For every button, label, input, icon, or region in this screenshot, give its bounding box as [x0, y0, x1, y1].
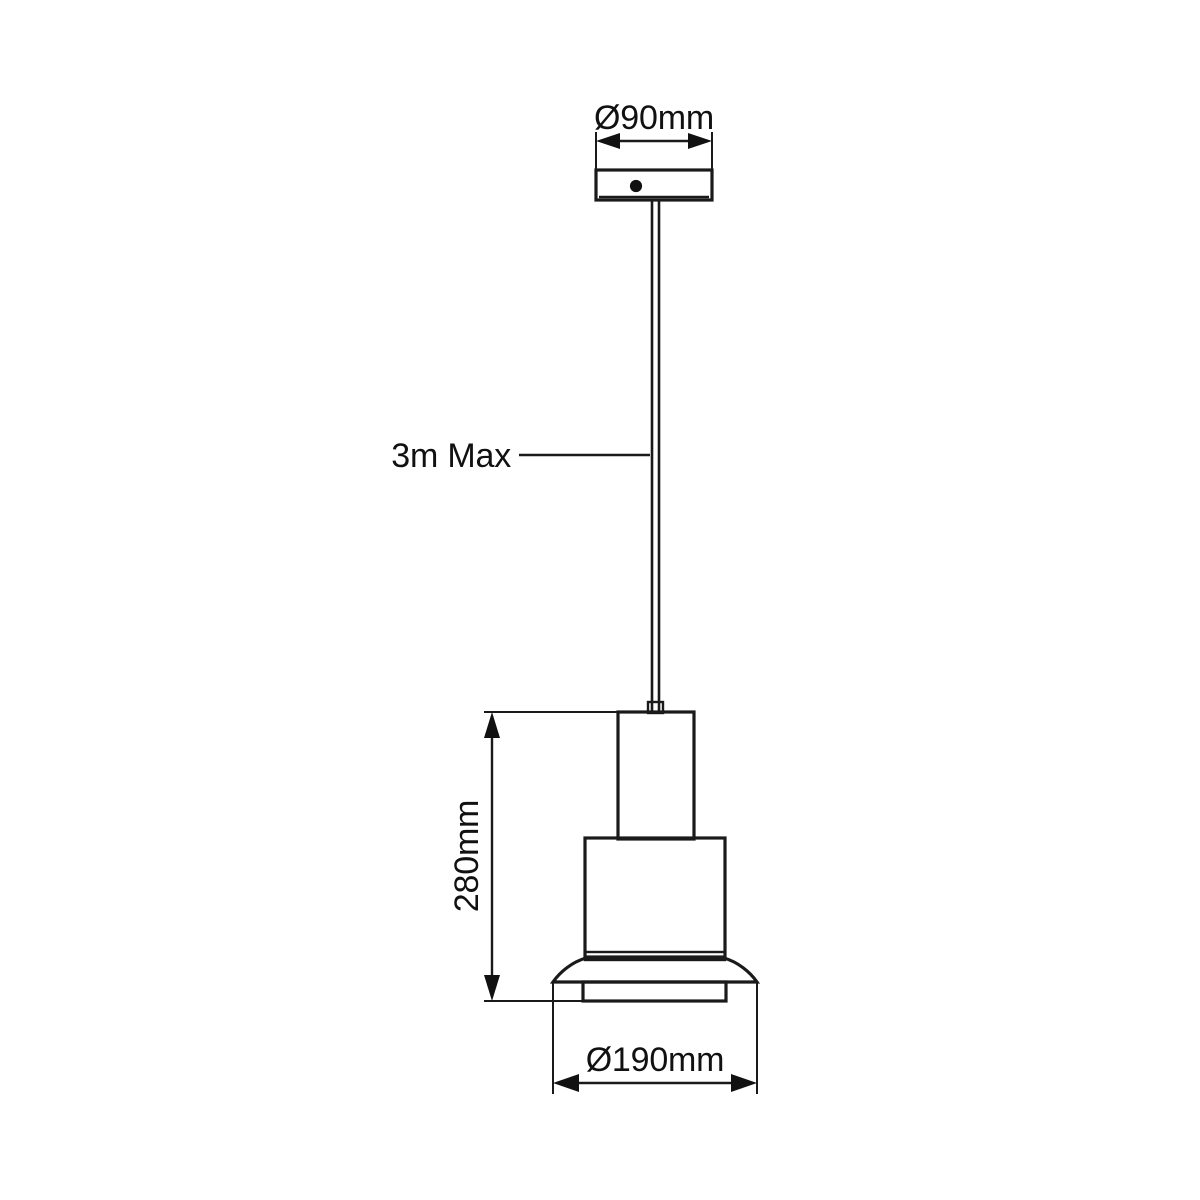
- arrow-head-right-icon: [688, 133, 712, 149]
- dimension-canopy-diameter: Ø90mm: [594, 99, 714, 172]
- diffuser: [581, 980, 728, 1003]
- upper-body: [616, 710, 696, 841]
- canopy-body: [594, 168, 714, 202]
- arrow-head-left-icon: [596, 133, 620, 149]
- canopy-diameter-label: Ø90mm: [594, 99, 714, 137]
- lamp-shade: [549, 956, 761, 984]
- suspension-cable: [650, 200, 661, 712]
- shade-diameter-label: Ø190mm: [586, 1041, 725, 1079]
- dimension-fixture-height: 280mm: [448, 711, 622, 1002]
- dimension-cable-drop: 3m Max: [391, 437, 650, 475]
- mid-body: [583, 836, 727, 959]
- arrow-head-left-icon: [553, 1074, 579, 1092]
- fixture-height-label: 280mm: [448, 800, 486, 912]
- ceiling-canopy: [594, 168, 714, 202]
- arrow-head-bottom-icon: [484, 975, 500, 1001]
- canopy-screw-icon: [629, 179, 643, 193]
- housing-collar: [583, 950, 727, 962]
- cable-drop-label: 3m Max: [391, 437, 511, 475]
- arrow-head-right-icon: [731, 1074, 757, 1092]
- lamp-body: [549, 700, 761, 1003]
- arrow-head-top-icon: [484, 712, 500, 738]
- dimension-shade-diameter: Ø190mm: [552, 982, 758, 1094]
